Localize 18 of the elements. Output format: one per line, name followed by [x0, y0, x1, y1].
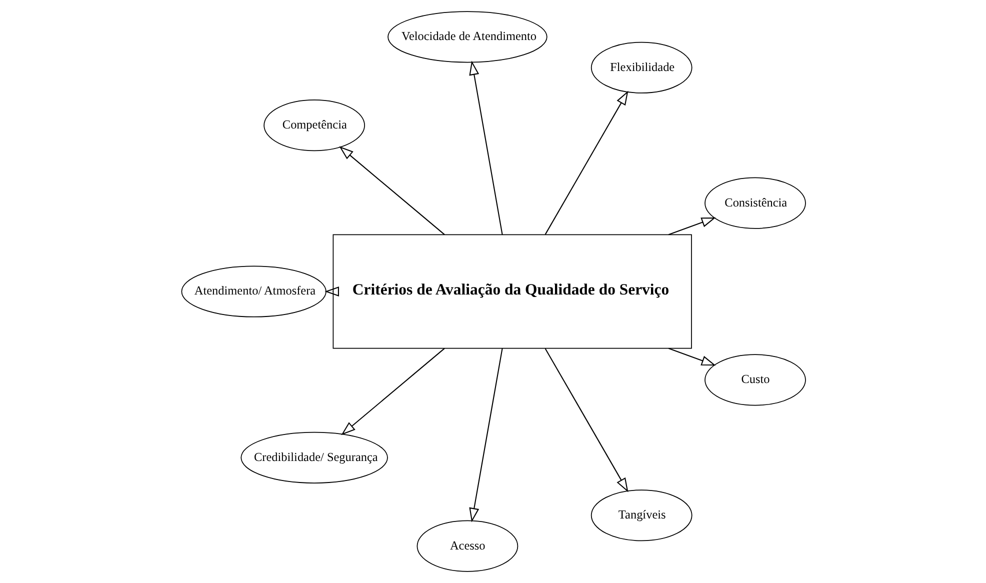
- arrow: [544, 90, 628, 235]
- arrow: [338, 146, 444, 235]
- arrow: [324, 286, 338, 297]
- arrow: [340, 348, 444, 436]
- node-ellipse: Competência: [263, 100, 364, 152]
- node-ellipse: Consistência: [704, 177, 806, 229]
- arrow: [668, 348, 716, 366]
- node-ellipse: Acesso: [416, 520, 518, 572]
- arrow: [668, 217, 716, 236]
- arrow: [544, 348, 628, 492]
- node-ellipse: Velocidade de Atendimento: [387, 11, 547, 63]
- node-ellipse: Custo: [704, 354, 806, 406]
- node-ellipse: Flexibilidade: [590, 42, 692, 94]
- arrow: [468, 60, 502, 235]
- node-ellipse: Atendimento/ Atmosfera: [180, 266, 326, 318]
- node-ellipse: Tangíveis: [590, 490, 692, 542]
- node-ellipse: Credibilidade/ Segurança: [240, 432, 388, 484]
- arrow: [468, 348, 502, 522]
